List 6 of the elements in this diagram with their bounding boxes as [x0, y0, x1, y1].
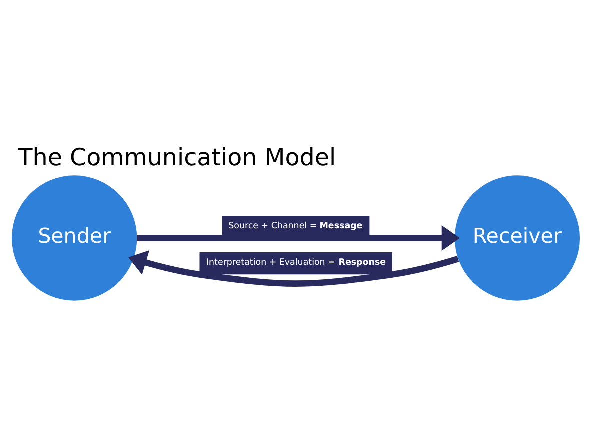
edge-label: Interpretation + Evaluation = Response [206, 258, 386, 268]
arrow [137, 226, 460, 251]
edge-label: Source + Channel = Message [228, 222, 363, 232]
node-circle: Receiver [454, 176, 580, 301]
node-circle: Sender [12, 176, 138, 301]
diagram-title: The Communication Model [18, 143, 336, 172]
